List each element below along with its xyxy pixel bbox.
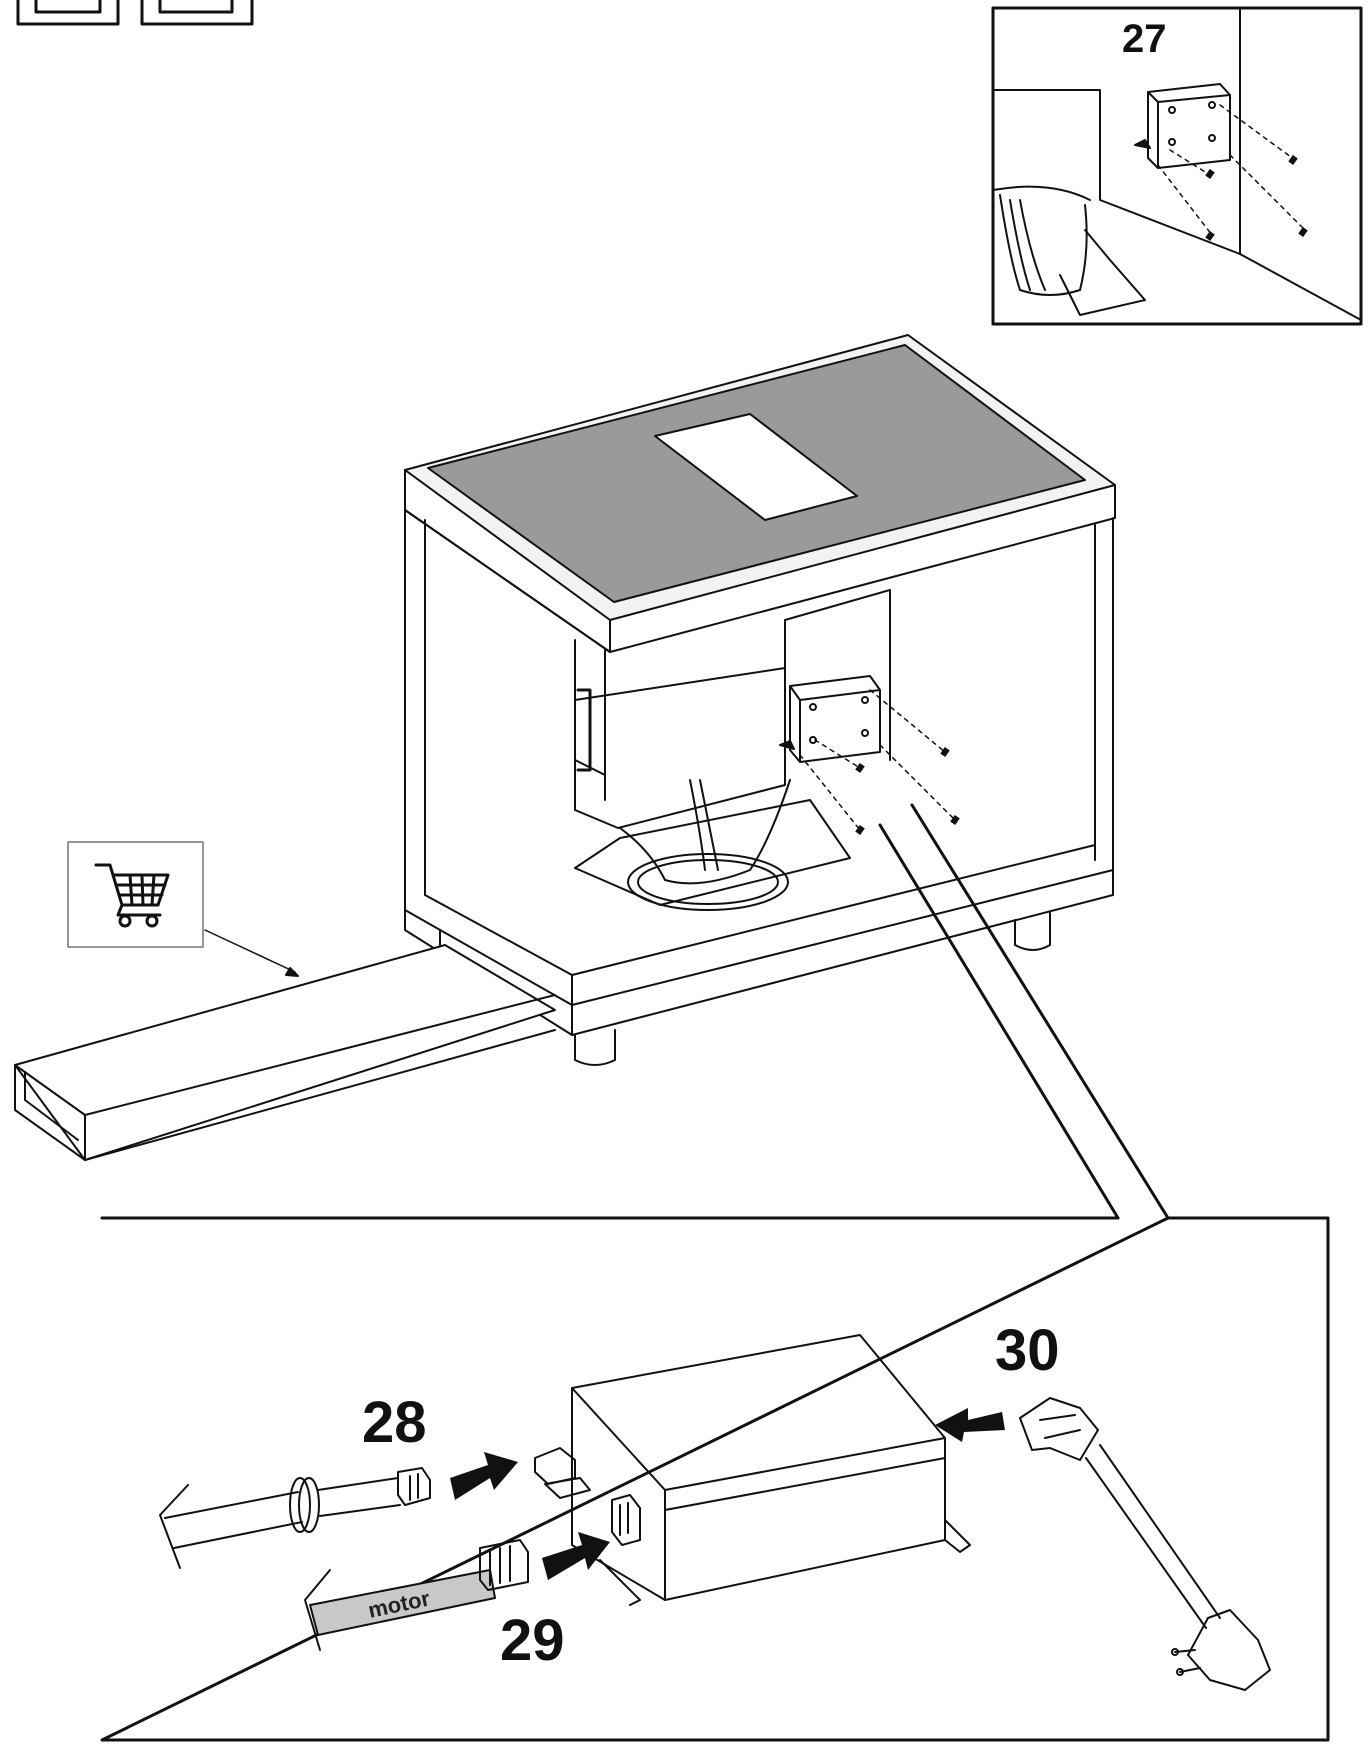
frame-icon <box>16 0 120 26</box>
accessory-callout <box>67 841 299 977</box>
power-plug-30 <box>1019 1397 1271 1691</box>
cable-29-motor <box>304 1539 529 1651</box>
downdraft-vent <box>654 413 858 521</box>
arrow-icon <box>450 1452 518 1500</box>
arrow-icon <box>542 1532 610 1580</box>
step-number-30: 30 <box>995 1318 1060 1383</box>
step-number-29: 29 <box>500 1608 565 1673</box>
top-left-frame-icons <box>16 0 254 26</box>
control-box <box>789 675 881 763</box>
step-number-27: 27 <box>1122 17 1167 61</box>
inset-step-27 <box>991 6 1363 326</box>
arrow-icon <box>935 1408 1005 1442</box>
step-number-28: 28 <box>362 1390 427 1455</box>
control-box-small <box>1147 83 1231 169</box>
inset-steps-28-30 <box>100 1216 1330 1742</box>
cable-28 <box>159 1467 431 1569</box>
frame-icon <box>140 0 254 26</box>
cabinet <box>404 334 1116 1066</box>
shopping-cart-icon <box>94 863 170 928</box>
flat-duct <box>14 944 556 1161</box>
